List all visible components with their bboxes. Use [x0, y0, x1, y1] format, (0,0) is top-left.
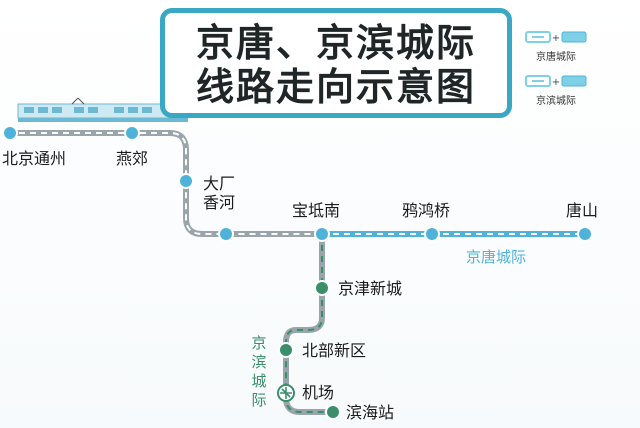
- station-dot-dachang-xianghe[interactable]: [178, 173, 194, 189]
- station-label-binhai-zhan[interactable]: 滨海站: [346, 403, 395, 422]
- station-dot-tangshan[interactable]: [577, 226, 593, 242]
- airplane-icon[interactable]: [277, 384, 295, 402]
- jingbin-line-dash: [285, 234, 332, 413]
- station-dot-beijing-tongzhou[interactable]: [2, 125, 18, 141]
- legend-label-jingbin: 京滨城际: [536, 96, 576, 107]
- station-label-baodinan[interactable]: 宝坻南: [292, 201, 341, 220]
- svg-text:+: +: [552, 77, 560, 88]
- station-dot-baodinan[interactable]: [314, 226, 330, 242]
- title-box: 京唐、京滨城际 线路走向示意图: [160, 8, 512, 118]
- legend-label-jingtang: 京唐城际: [536, 52, 576, 63]
- station-label-yahongqiao[interactable]: 鸦鸿桥: [402, 201, 451, 220]
- station-dot-beibu-xinqu[interactable]: [278, 342, 294, 358]
- station-label-beijing-tongzhou[interactable]: 北京通州: [2, 149, 67, 168]
- station-label-jichang[interactable]: 机场: [302, 383, 335, 402]
- page-subtitle: 线路走向示意图: [195, 65, 476, 109]
- station-label-tangshan[interactable]: 唐山: [566, 201, 599, 220]
- legend-item-jingtang: + 京唐城际: [518, 28, 594, 68]
- station-dot-dachang-xianghe-2[interactable]: [218, 226, 234, 242]
- legend-item-jingbin: + 京滨城际: [518, 72, 594, 112]
- station-dot-yanjiao[interactable]: [124, 125, 140, 141]
- station-label-jinjin-xincheng[interactable]: 京津新城: [338, 279, 403, 298]
- station-dot-binhai-zhan[interactable]: [325, 404, 341, 420]
- station-label-yanjiao[interactable]: 燕郊: [116, 149, 149, 168]
- station-label-dachang-xianghe[interactable]: 大厂香河: [202, 174, 235, 212]
- line-label-jingtang: 京唐城际: [466, 248, 527, 266]
- legend: + 京唐城际 + 京滨城际: [518, 28, 594, 114]
- station-dot-yahongqiao[interactable]: [424, 226, 440, 242]
- station-dot-jinjin-xincheng[interactable]: [314, 280, 330, 296]
- train-cars-icon: +: [525, 75, 587, 88]
- page-title: 京唐、京滨城际: [195, 21, 476, 65]
- svg-text:+: +: [552, 33, 560, 44]
- line-label-jingbin: 京滨城际: [251, 334, 267, 409]
- station-label-beibu-xinqu[interactable]: 北部新区: [302, 341, 367, 360]
- train-cars-icon: +: [525, 31, 587, 44]
